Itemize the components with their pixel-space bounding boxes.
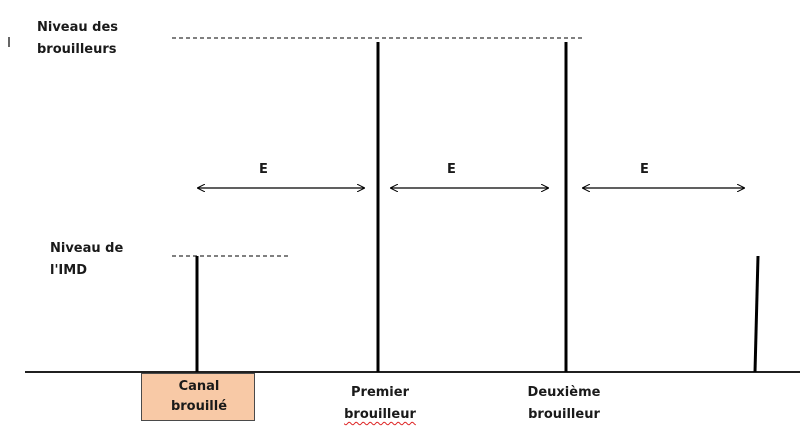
first-interferer-label-line1: Premier — [351, 385, 409, 400]
second-interferer-label-line2: brouilleur — [528, 407, 600, 422]
interferer-level-label-line2: brouilleurs — [37, 42, 117, 57]
spacing-label-3: E — [640, 162, 649, 177]
imd-level-label: Niveau de l'IMD — [50, 238, 123, 282]
interferer-level-label: Niveau des brouilleurs — [37, 17, 118, 61]
spacing-label-1: E — [259, 162, 268, 177]
spacing-label-2: E — [447, 162, 456, 177]
first-interferer-label-line2: brouilleur — [344, 407, 416, 422]
first-interferer-label: Premier brouilleur — [325, 382, 435, 426]
interferer-level-label-line1: Niveau des — [37, 20, 119, 35]
imd-level-label-line1: Niveau de — [50, 241, 124, 256]
canal-brouille-box: Canal brouillé — [141, 373, 255, 421]
canal-brouille-label-line2: brouillé — [170, 399, 228, 414]
right-imd-product-line — [753, 255, 760, 373]
second-interferer-label-line1: Deuxième — [527, 385, 601, 400]
canal-brouille-label-line1: Canal — [178, 379, 220, 394]
imd-level-label-line2: l'IMD — [50, 263, 88, 278]
second-interferer-label: Deuxième brouilleur — [509, 382, 619, 426]
